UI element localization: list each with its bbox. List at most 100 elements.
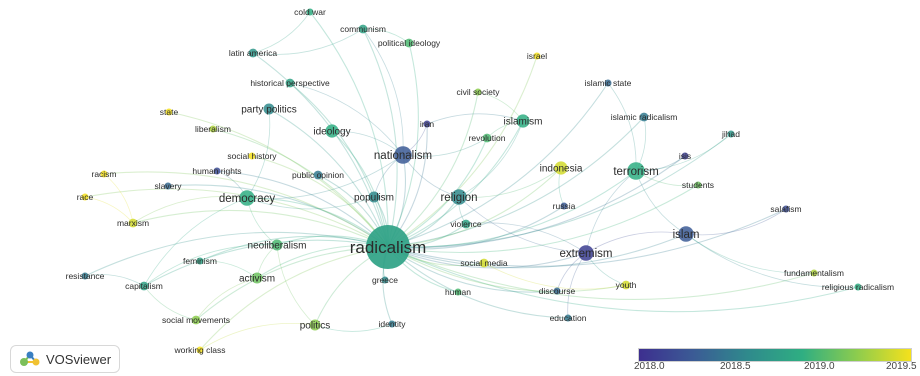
node-label-extremism[interactable]: extremism: [559, 248, 612, 260]
node-circle-social-media[interactable]: [479, 258, 489, 268]
node-circle-race[interactable]: [81, 193, 89, 201]
node-circle-neoliberalism[interactable]: [271, 239, 283, 251]
node-circle-religious-radicalism[interactable]: [854, 283, 862, 291]
node-label-resistance[interactable]: resistance: [66, 271, 105, 281]
node-label-slavery[interactable]: slavery: [155, 181, 183, 191]
node-circle-identity[interactable]: [388, 320, 396, 328]
node-label-revolution[interactable]: revolution: [469, 133, 506, 143]
node-circle-greece[interactable]: [381, 276, 389, 284]
node-circle-capitalism[interactable]: [139, 281, 149, 291]
node-label-social-movements[interactable]: social movements: [162, 315, 230, 325]
node-label-isis[interactable]: isis: [679, 151, 691, 161]
node-label-indonesia[interactable]: indonesia: [540, 164, 583, 175]
node-label-latin-america[interactable]: latin america: [229, 48, 277, 58]
node-label-radicalism[interactable]: radicalism: [350, 238, 427, 257]
node-circle-populism[interactable]: [368, 191, 380, 203]
node-circle-party-politics[interactable]: [263, 103, 275, 115]
node-label-greece[interactable]: greece: [372, 275, 398, 285]
node-label-race[interactable]: race: [77, 192, 94, 202]
node-circle-nationalism[interactable]: [394, 146, 412, 164]
node-circle-islamic-state[interactable]: [604, 79, 612, 87]
node-label-islam[interactable]: islam: [673, 229, 700, 241]
node-circle-extremism[interactable]: [578, 245, 594, 261]
node-label-islamic-state[interactable]: islamic state: [585, 78, 632, 88]
node-label-salafism[interactable]: salafism: [770, 204, 801, 214]
node-circle-human-rights[interactable]: [213, 167, 221, 175]
node-label-education[interactable]: education: [550, 313, 587, 323]
node-circle-russia[interactable]: [560, 202, 568, 210]
node-label-public-opinion[interactable]: public opinion: [292, 170, 344, 180]
node-label-feminism[interactable]: feminism: [183, 256, 217, 266]
node-label-cold-war[interactable]: cold war: [294, 7, 326, 17]
node-label-violence[interactable]: violence: [450, 219, 481, 229]
node-circle-latin-america[interactable]: [248, 48, 258, 58]
node-circle-youth[interactable]: [621, 280, 631, 290]
node-label-russia[interactable]: russia: [553, 201, 576, 211]
node-label-working-class[interactable]: working class: [173, 345, 225, 355]
vosviewer-logo[interactable]: VOSviewer: [10, 345, 121, 373]
node-circle-terrorism[interactable]: [627, 162, 645, 180]
node-circle-activism[interactable]: [251, 272, 263, 284]
node-label-human-rights[interactable]: human rights: [192, 166, 241, 176]
node-label-social-history[interactable]: social history: [227, 151, 277, 161]
node-label-israel[interactable]: israel: [527, 51, 547, 61]
node-label-liberalism[interactable]: liberalism: [195, 124, 231, 134]
node-label-marxism[interactable]: marxism: [117, 218, 149, 228]
node-circle-civil-society[interactable]: [474, 88, 482, 96]
node-label-civil-society[interactable]: civil society: [457, 87, 501, 97]
node-label-racism[interactable]: racism: [91, 169, 116, 179]
node-label-social-media[interactable]: social media: [460, 258, 508, 268]
node-label-terrorism[interactable]: terrorism: [613, 166, 658, 178]
node-label-islamic-radicalism[interactable]: islamic radicalism: [611, 112, 678, 122]
node-circle-iran[interactable]: [423, 120, 431, 128]
node-circle-historical-perspective[interactable]: [285, 78, 295, 88]
node-circle-working-class[interactable]: [196, 346, 204, 354]
node-label-capitalism[interactable]: capitalism: [125, 281, 163, 291]
node-label-nationalism[interactable]: nationalism: [374, 150, 432, 162]
node-circle-indonesia[interactable]: [554, 161, 568, 175]
node-circle-education[interactable]: [564, 314, 572, 322]
node-circle-students[interactable]: [694, 181, 702, 189]
node-label-jihad[interactable]: jihad: [721, 129, 740, 139]
node-label-students[interactable]: students: [682, 180, 714, 190]
node-label-political-ideology[interactable]: political ideology: [378, 38, 441, 48]
node-circle-ideology[interactable]: [325, 124, 339, 138]
node-label-democracy[interactable]: democracy: [219, 193, 275, 205]
node-label-religious-radicalism[interactable]: religious radicalism: [822, 282, 894, 292]
node-circle-violence[interactable]: [461, 219, 471, 229]
node-circle-revolution[interactable]: [482, 133, 492, 143]
node-circle-islamism[interactable]: [516, 114, 530, 128]
node-label-human[interactable]: human: [445, 287, 471, 297]
node-label-iran[interactable]: iran: [420, 119, 434, 129]
node-circle-resistance[interactable]: [81, 272, 89, 280]
node-label-islamism[interactable]: islamism: [504, 117, 543, 128]
node-label-ideology[interactable]: ideology: [313, 127, 350, 138]
node-circle-religion[interactable]: [451, 189, 467, 205]
node-label-religion[interactable]: religion: [440, 192, 477, 204]
node-circle-communism[interactable]: [358, 24, 368, 34]
node-label-activism[interactable]: activism: [239, 274, 275, 285]
node-circle-social-movements[interactable]: [191, 315, 201, 325]
node-label-populism[interactable]: populism: [354, 193, 394, 204]
node-label-historical-perspective[interactable]: historical perspective: [250, 78, 330, 88]
node-circle-liberalism[interactable]: [209, 125, 217, 133]
node-label-youth[interactable]: youth: [616, 280, 637, 290]
node-circle-israel[interactable]: [533, 52, 541, 60]
node-label-communism[interactable]: communism: [340, 24, 386, 34]
node-label-identity[interactable]: identity: [379, 319, 407, 329]
node-circle-politics[interactable]: [309, 319, 321, 331]
node-label-politics[interactable]: politics: [300, 321, 331, 332]
node-circle-fundamentalism[interactable]: [810, 269, 818, 277]
node-circle-human[interactable]: [454, 288, 462, 296]
node-circle-racism[interactable]: [100, 170, 108, 178]
node-circle-islam[interactable]: [678, 226, 694, 242]
node-circle-feminism[interactable]: [196, 257, 204, 265]
node-label-state[interactable]: state: [160, 107, 179, 117]
node-circle-discourse[interactable]: [553, 287, 561, 295]
node-circle-salafism[interactable]: [782, 205, 790, 213]
node-circle-islamic-radicalism[interactable]: [639, 112, 649, 122]
node-circle-state[interactable]: [165, 108, 173, 116]
node-circle-public-opinion[interactable]: [313, 170, 323, 180]
node-circle-slavery[interactable]: [164, 182, 172, 190]
